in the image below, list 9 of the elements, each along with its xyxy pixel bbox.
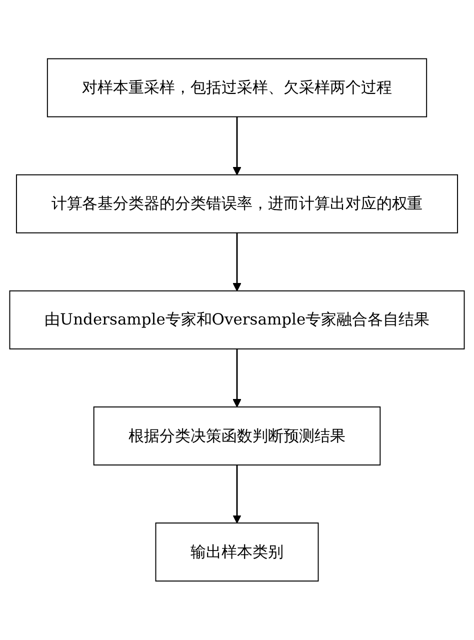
arrow: [232, 349, 242, 408]
node-box: 计算各基分类器的分类错误率，进而计算出对应的权重: [16, 174, 458, 234]
node-box: 根据分类决策函数判断预测结果: [93, 406, 381, 466]
node-box: 输出样本类别: [155, 522, 319, 582]
node-box: 由Undersample专家和Oversample专家融合各自结果: [9, 290, 465, 350]
node-box: 对样本重采样，包括过采样、欠采样两个过程: [46, 58, 428, 118]
arrow: [232, 465, 242, 524]
arrow: [232, 232, 242, 292]
arrow: [232, 116, 242, 176]
